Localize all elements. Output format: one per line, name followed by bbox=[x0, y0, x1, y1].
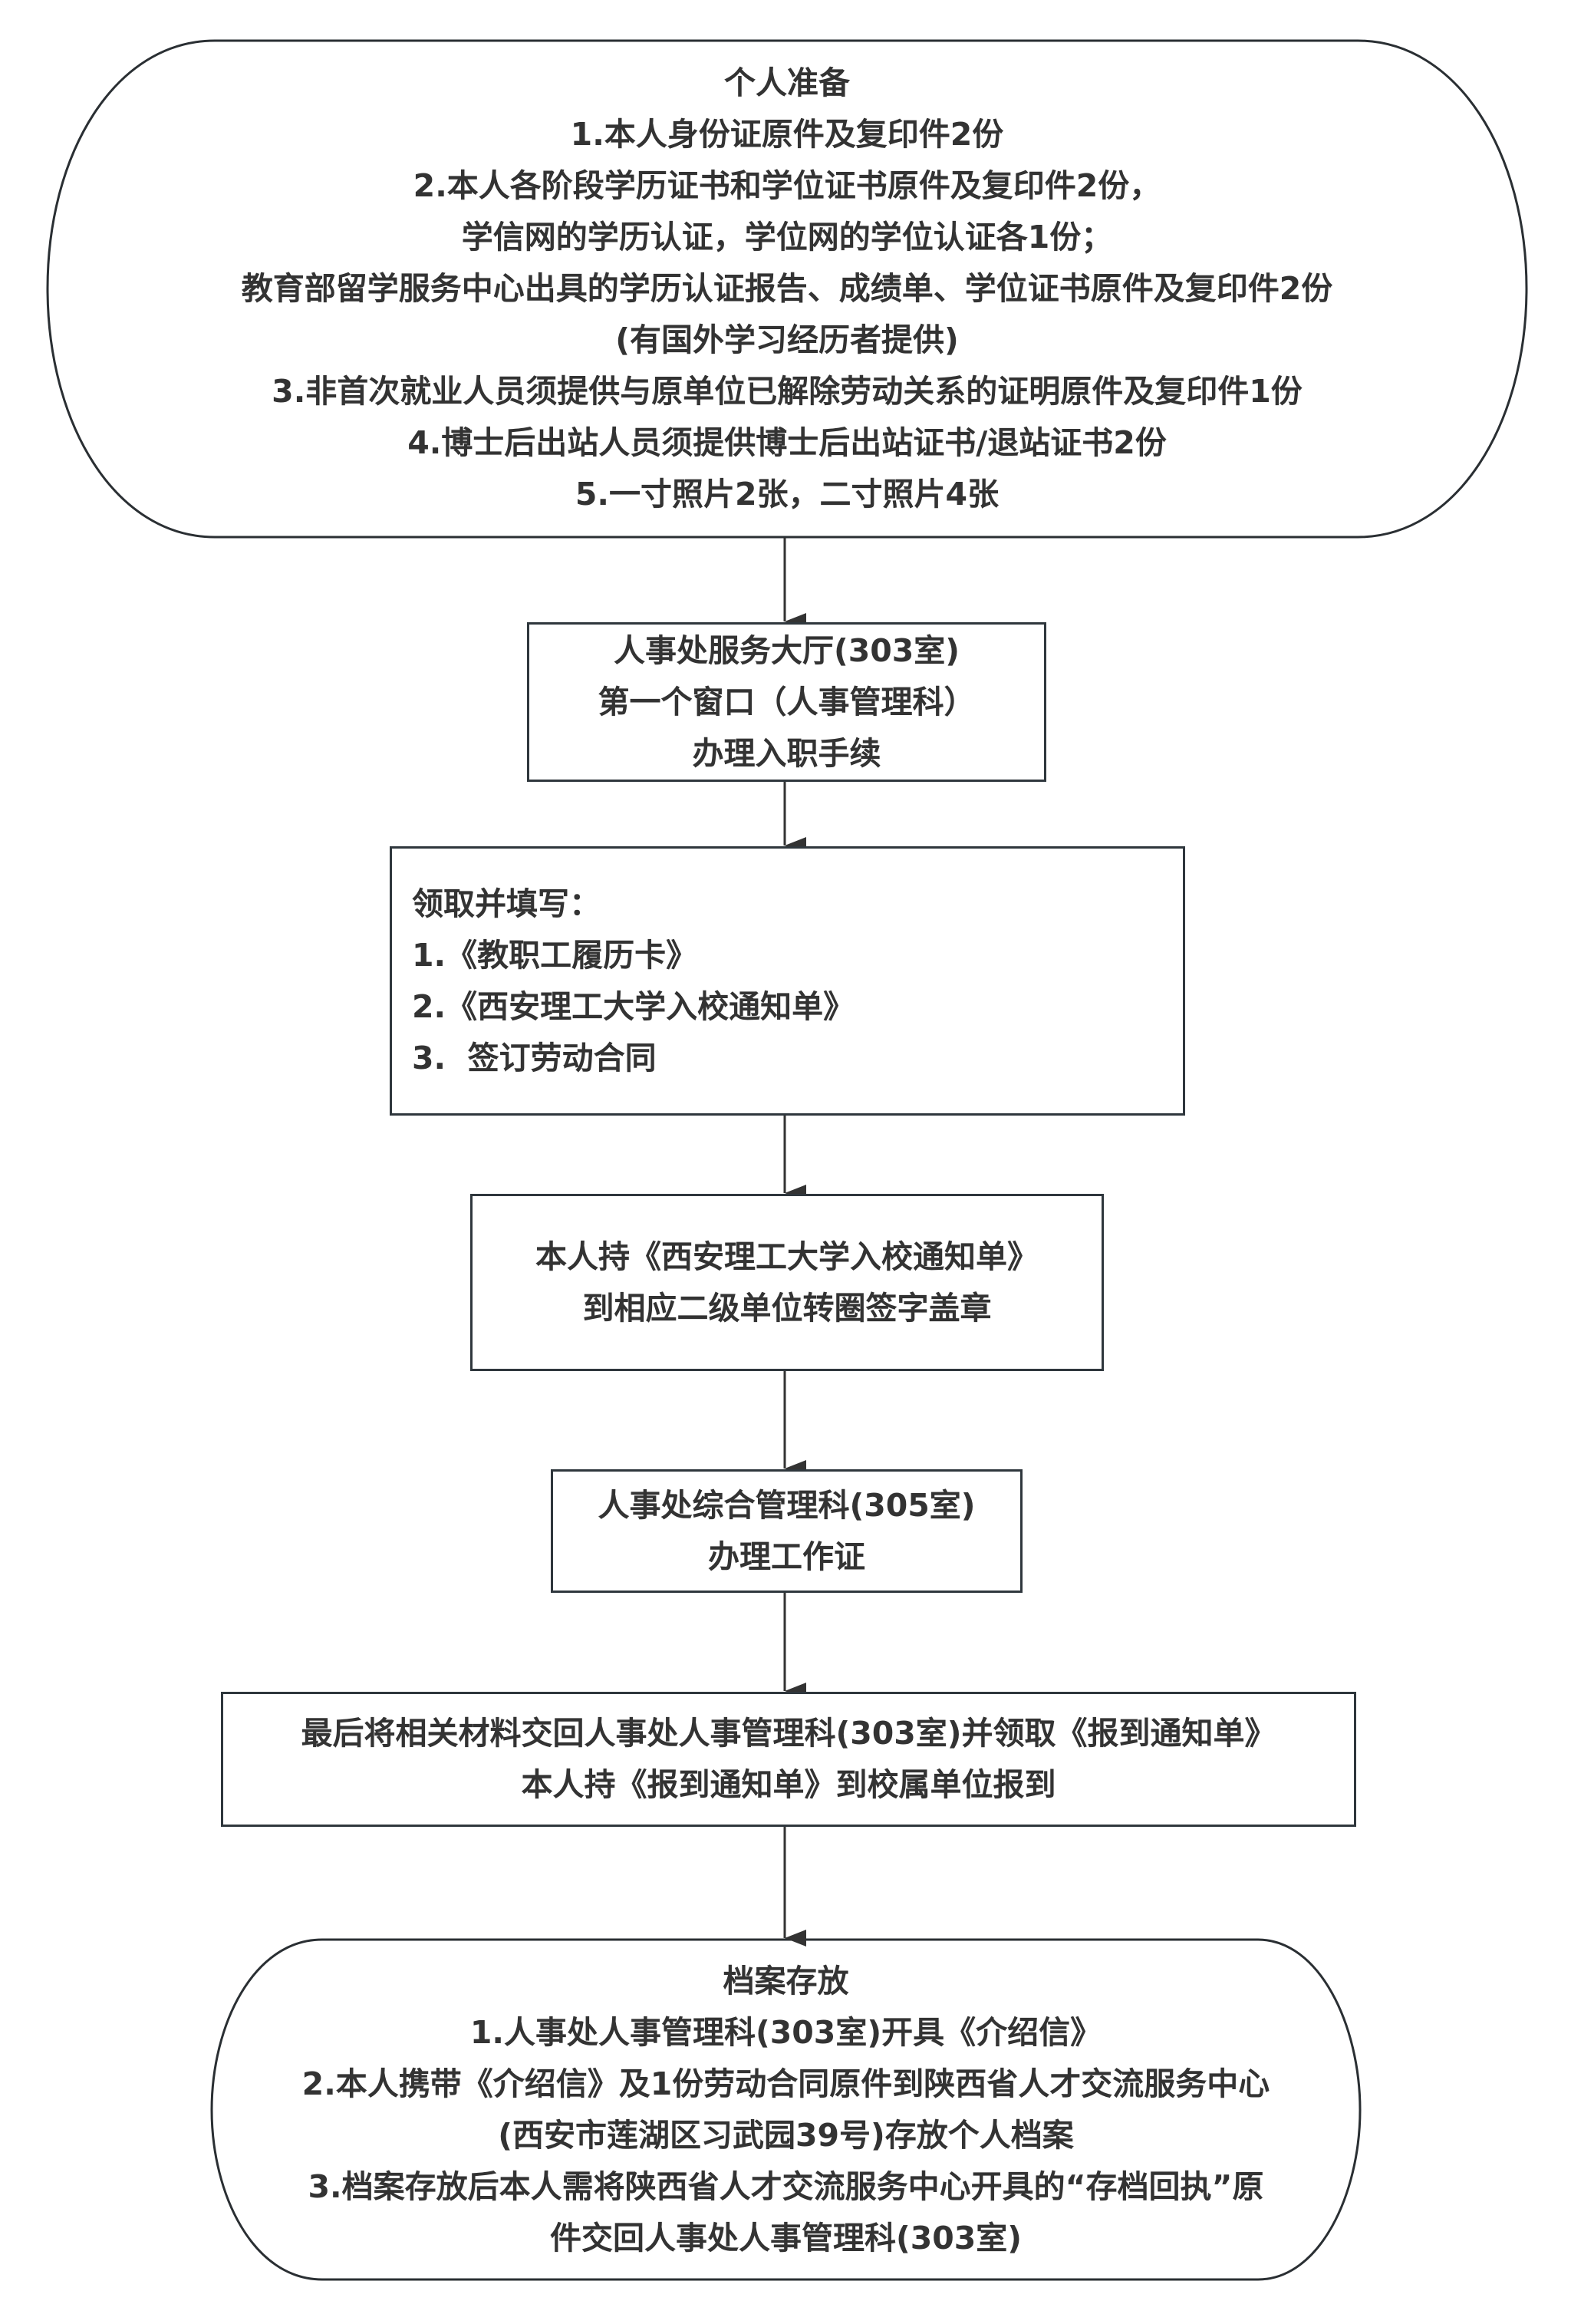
node-line: 教育部留学服务中心出具的学历认证报告、成绩单、学位证书原件及复印件2份 bbox=[241, 269, 1333, 307]
node-line: 第一个窗口（人事管理科） bbox=[598, 683, 976, 720]
node-line: 办理入职手续 bbox=[692, 734, 881, 772]
node-line: 领取并填写： bbox=[412, 885, 601, 922]
node-line: 5.一寸照片2张，二寸照片4张 bbox=[575, 475, 1000, 513]
node-line: 1.人事处人事管理科(303室)开具《介绍信》 bbox=[469, 2014, 1102, 2051]
node-work-permit: 人事处综合管理科(305室) 办理工作证 bbox=[551, 1469, 1023, 1593]
node-line: 本人持《报到通知单》到校属单位报到 bbox=[521, 1766, 1056, 1803]
node-archive-storage: 档案存放 1.人事处人事管理科(303室)开具《介绍信》 2.本人携带《介绍信》… bbox=[212, 1955, 1360, 2265]
node-line: 本人持《西安理工大学入校通知单》 bbox=[535, 1238, 1039, 1275]
node-line: 2.本人各阶段学历证书和学位证书原件及复印件2份， bbox=[413, 166, 1161, 204]
terminal-outline-archive-storage bbox=[210, 1938, 1362, 2281]
node-line: 1.《教职工履历卡》 bbox=[412, 936, 698, 974]
node-line: 办理工作证 bbox=[708, 1538, 865, 1575]
node-personal-prep: 个人准备 1.本人身份证原件及复印件2份 2.本人各阶段学历证书和学位证书原件及… bbox=[48, 57, 1527, 520]
terminal-outline-personal-prep bbox=[46, 39, 1528, 539]
node-line: (西安市莲湖区习武园39号)存放个人档案 bbox=[498, 2117, 1074, 2154]
node-line: 3. 签订劳动合同 bbox=[412, 1039, 657, 1076]
node-line: 件交回人事处人事管理科(303室) bbox=[549, 2220, 1023, 2256]
node-unit-stamp: 本人持《西安理工大学入校通知单》 到相应二级单位转圈签字盖章 bbox=[470, 1194, 1104, 1371]
node-line: 3.档案存放后本人需将陕西省人才交流服务中心开具的“存档回执”原 bbox=[308, 2168, 1264, 2205]
node-service-hall: 人事处服务大厅(303室) 第一个窗口（人事管理科） 办理入职手续 bbox=[527, 622, 1046, 782]
node-line: 4.博士后出站人员须提供博士后出站证书/退站证书2份 bbox=[407, 424, 1167, 461]
node-line: 2.《西安理工大学入校通知单》 bbox=[412, 987, 855, 1025]
node-line: 3.非首次就业人员须提供与原单位已解除劳动关系的证明原件及复印件1份 bbox=[272, 372, 1303, 410]
node-line: 学信网的学历认证，学位网的学位认证各1份； bbox=[461, 218, 1113, 255]
node-line: 人事处综合管理科(305室) bbox=[598, 1486, 976, 1524]
node-line: 到相应二级单位转圈签字盖章 bbox=[582, 1289, 992, 1327]
node-line: (有国外学习经历者提供) bbox=[615, 321, 959, 358]
node-title: 档案存放 bbox=[723, 1963, 849, 1999]
node-line: 人事处服务大厅(303室) bbox=[613, 631, 960, 669]
node-title: 个人准备 bbox=[724, 64, 850, 101]
node-line: 最后将相关材料交回人事处人事管理科(303室)并领取《报到通知单》 bbox=[301, 1715, 1276, 1752]
node-line: 1.本人身份证原件及复印件2份 bbox=[570, 115, 1004, 153]
node-collect-fill: 领取并填写： 1.《教职工履历卡》 2.《西安理工大学入校通知单》 3. 签订劳… bbox=[390, 846, 1185, 1116]
node-line: 2.本人携带《介绍信》及1份劳动合同原件到陕西省人才交流服务中心 bbox=[301, 2065, 1270, 2102]
node-report-notice: 最后将相关材料交回人事处人事管理科(303室)并领取《报到通知单》 本人持《报到… bbox=[221, 1692, 1356, 1827]
